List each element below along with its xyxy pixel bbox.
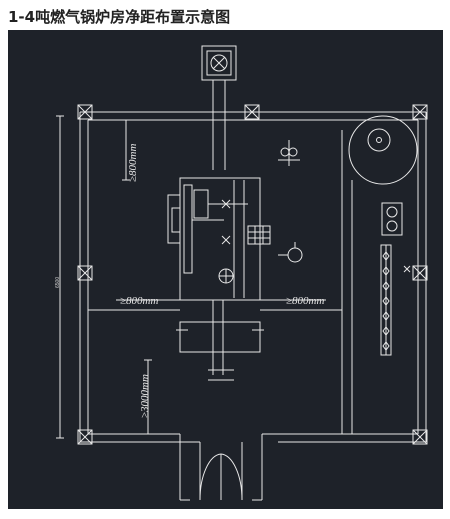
left-dimension-line — [56, 115, 64, 439]
piping-system — [176, 300, 264, 381]
valve-manifold — [380, 244, 392, 356]
chimney — [201, 45, 237, 170]
top-clearance-label: ≥800mm — [127, 144, 139, 182]
gas-valve-assembly — [278, 140, 300, 166]
cad-drawing-canvas: ≥800mm ≥3000mm ≥800mm ≥800mm 6500 — [8, 30, 443, 509]
boiler-unit — [167, 177, 271, 301]
boiler-room-layout-drawing: ≥800mm ≥3000mm ≥800mm ≥800mm 6500 — [55, 45, 428, 501]
wall-fixtures — [403, 265, 411, 273]
middle-left-clearance-label: ≥800mm — [120, 295, 158, 307]
page-title: 1-4吨燃气锅炉房净距布置示意图 — [8, 8, 231, 26]
bottom-clearance-label: ≥3000mm — [139, 374, 151, 418]
side-dimension-label: 6500 — [55, 277, 61, 288]
partition-lines — [88, 130, 353, 434]
bottom-clearance-dimension — [144, 359, 152, 435]
pump-symbol — [278, 242, 303, 263]
entrance-double-door — [199, 442, 243, 501]
water-treatment-unit — [381, 202, 403, 236]
middle-right-clearance-label: ≥800mm — [286, 295, 324, 307]
columns — [77, 104, 428, 445]
top-clearance-dimension — [122, 119, 130, 181]
outer-walls — [79, 111, 427, 501]
water-tank — [348, 115, 418, 185]
